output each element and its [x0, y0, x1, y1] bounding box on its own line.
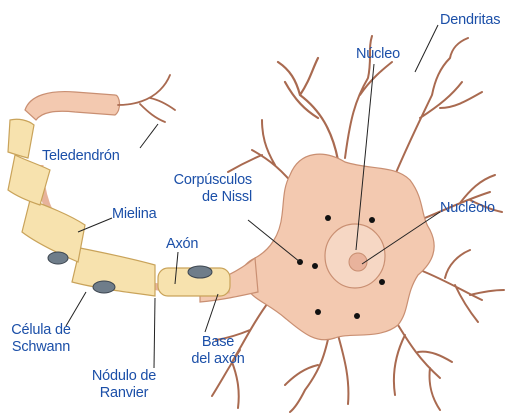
label-base-line1: Base [184, 334, 252, 351]
label-celula-line2: Schwann [2, 339, 80, 356]
label-nodulo-line1: Nódulo de [84, 368, 164, 385]
terminal-branches [118, 75, 175, 122]
label-celula-schwann: Célula de Schwann [2, 322, 80, 356]
label-dendritas: Dendritas [440, 12, 500, 29]
label-teledendron: Teledendrón [42, 148, 120, 165]
label-axon: Axón [166, 236, 198, 253]
label-nucleolo: Nucléolo [440, 200, 495, 217]
label-mielina: Mielina [112, 206, 157, 223]
label-nucleo: Núcleo [356, 46, 400, 63]
label-celula-line1: Célula de [2, 322, 80, 339]
label-base-axon: Base del axón [184, 334, 252, 368]
label-corpusculos-line1: Corpúsculos [160, 172, 252, 189]
label-nodulo-ranvier: Nódulo de Ranvier [84, 368, 164, 402]
label-corpusculos: Corpúsculos de Nissl [160, 172, 252, 206]
teledendron [25, 92, 120, 120]
label-corpusculos-line2: de Nissl [160, 189, 252, 206]
label-base-line2: del axón [184, 351, 252, 368]
label-nodulo-line2: Ranvier [84, 385, 164, 402]
